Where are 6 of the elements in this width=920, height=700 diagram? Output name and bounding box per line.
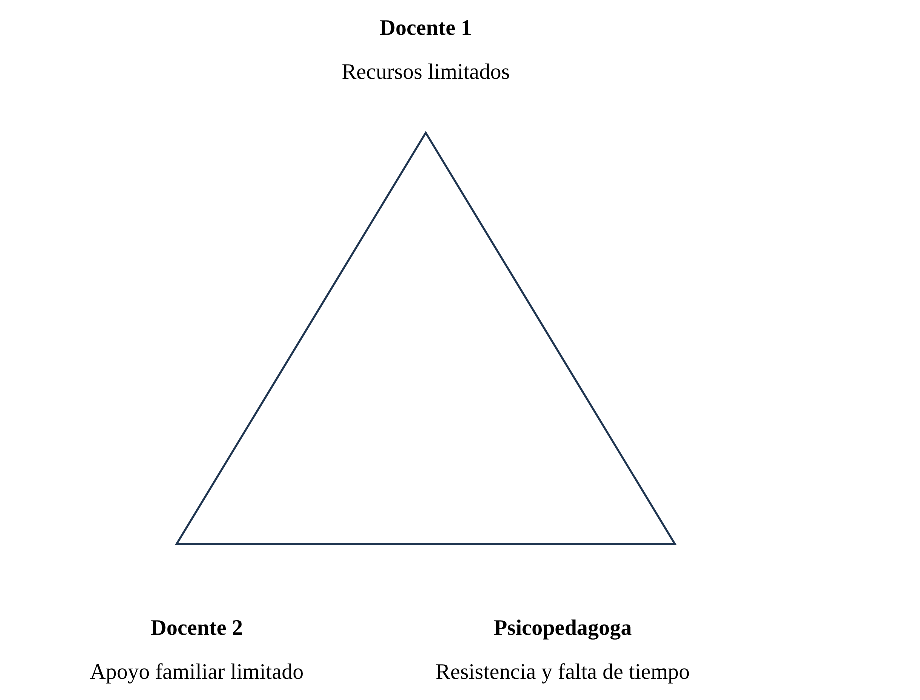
description-text: Apoyo familiar limitado (90, 659, 304, 685)
role-heading: Docente 1 (380, 15, 472, 41)
description-text: Resistencia y falta de tiempo (436, 659, 690, 685)
role-heading: Docente 2 (150, 615, 244, 641)
role-heading: Psicopedagoga (494, 615, 632, 641)
description-text: Recursos limitados (342, 59, 510, 85)
